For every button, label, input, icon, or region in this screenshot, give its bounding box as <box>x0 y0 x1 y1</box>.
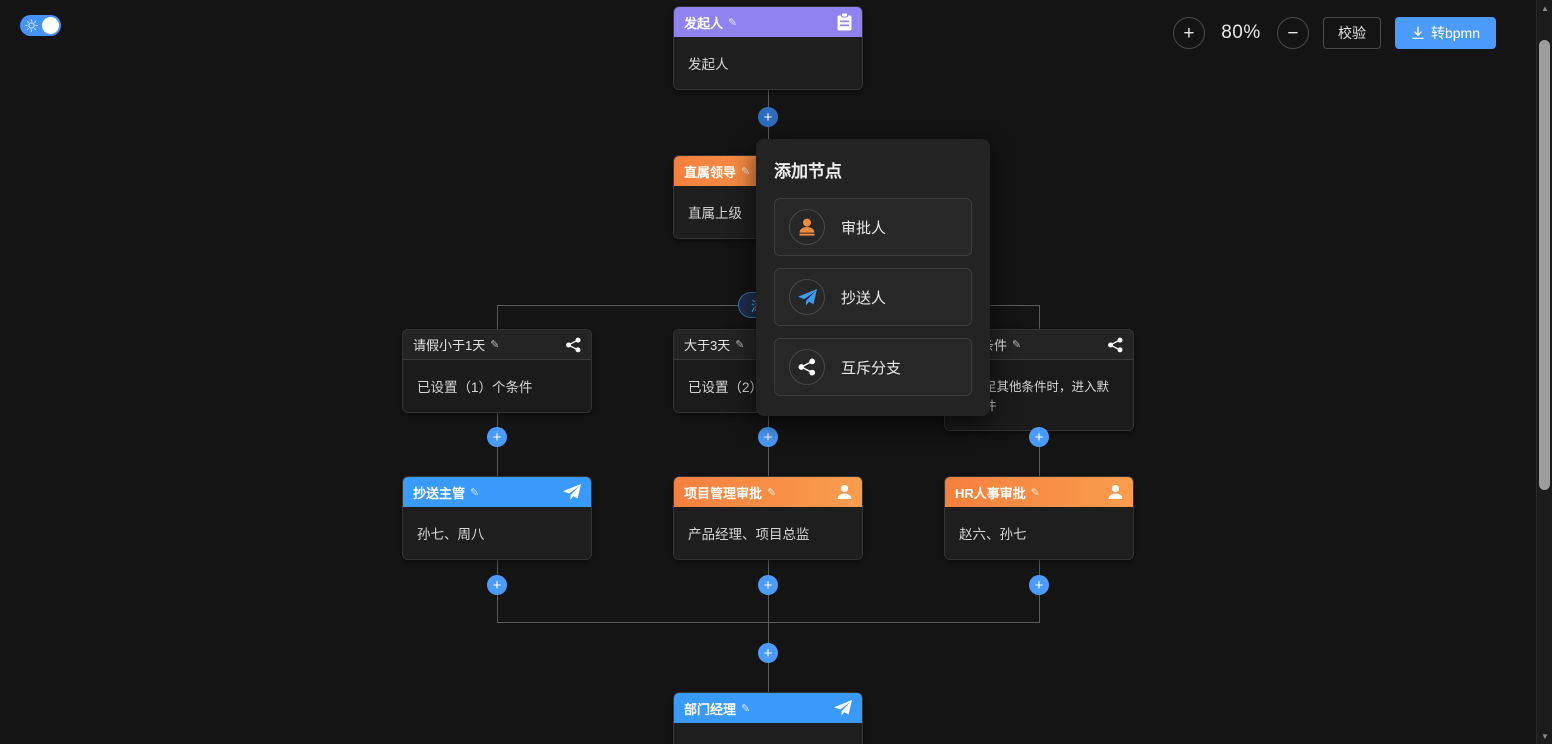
add-node-button-right-branch[interactable]: + <box>1029 427 1049 447</box>
node-header[interactable]: 发起人 ✎ <box>674 7 862 37</box>
popup-item-cc[interactable]: 抄送人 <box>774 268 972 326</box>
node-dept-manager[interactable]: 部门经理 ✎ <box>673 692 863 744</box>
approver-stamp-icon <box>1107 484 1124 501</box>
edit-pencil-icon[interactable]: ✎ <box>767 486 777 499</box>
edit-pencil-icon[interactable]: ✎ <box>741 165 751 178</box>
branch-share-icon <box>789 349 825 385</box>
download-icon <box>1411 26 1425 40</box>
add-node-button-initiator[interactable]: + <box>758 107 778 127</box>
add-node-popup: 添加节点 审批人 抄送人 <box>756 139 990 416</box>
popup-item-branch[interactable]: 互斥分支 <box>774 338 972 396</box>
node-body: 赵六、孙七 <box>945 507 1133 559</box>
node-title: 请假小于1天 <box>413 338 486 353</box>
connector-line <box>1039 305 1040 333</box>
scrollbar-thumb[interactable] <box>1539 40 1550 490</box>
node-project-approval[interactable]: 项目管理审批 ✎ 产品经理、项目总监 <box>673 476 863 560</box>
edit-pencil-icon[interactable]: ✎ <box>490 339 500 351</box>
node-header[interactable]: HR人事审批 ✎ <box>945 477 1133 507</box>
export-bpmn-button[interactable]: 转bpmn <box>1394 17 1496 49</box>
edit-pencil-icon[interactable]: ✎ <box>741 702 751 715</box>
edit-pencil-icon[interactable]: ✎ <box>1030 486 1040 499</box>
add-node-button-left-branch[interactable]: + <box>487 427 507 447</box>
node-initiator[interactable]: 发起人 ✎ 发起人 <box>673 6 863 90</box>
scroll-up-arrow-icon[interactable]: ▲ <box>1541 3 1549 13</box>
export-bpmn-label: 转bpmn <box>1430 25 1480 41</box>
node-title: 项目管理审批 <box>684 485 763 501</box>
node-header[interactable]: 请假小于1天 ✎ <box>403 330 591 360</box>
paper-plane-icon <box>833 699 853 717</box>
connector-line <box>497 305 498 333</box>
node-title: 抄送主管 <box>413 485 466 501</box>
node-body: 孙七、周八 <box>403 507 591 559</box>
canvas-toolbar: + 80% − 校验 转bpmn <box>1172 17 1496 49</box>
node-condition-left[interactable]: 请假小于1天 ✎ 已设置（1）个条件 <box>402 329 592 413</box>
theme-toggle-switch[interactable] <box>20 15 61 36</box>
approver-stamp-icon <box>789 209 825 245</box>
node-hr-approval[interactable]: HR人事审批 ✎ 赵六、孙七 <box>944 476 1134 560</box>
node-header[interactable]: 抄送主管 ✎ <box>403 477 591 507</box>
add-node-button-after-project[interactable]: + <box>758 575 778 595</box>
paper-plane-icon <box>562 483 582 501</box>
add-node-button-middle-branch[interactable]: + <box>758 427 778 447</box>
validate-button[interactable]: 校验 <box>1322 17 1381 49</box>
scroll-down-arrow-icon[interactable]: ▼ <box>1541 731 1549 741</box>
node-body <box>674 723 862 744</box>
node-body: 产品经理、项目总监 <box>674 507 862 559</box>
add-node-button-after-merge[interactable]: + <box>758 643 778 663</box>
add-node-button-after-cc[interactable]: + <box>487 575 507 595</box>
node-cc-supervisor[interactable]: 抄送主管 ✎ 孙七、周八 <box>402 476 592 560</box>
zoom-in-button[interactable]: + <box>1172 17 1205 49</box>
zoom-level-label: 80% <box>1221 22 1261 43</box>
zoom-out-button[interactable]: − <box>1276 17 1309 49</box>
branch-share-icon[interactable] <box>565 336 582 353</box>
paper-plane-icon <box>789 279 825 315</box>
edit-pencil-icon[interactable]: ✎ <box>728 16 738 29</box>
node-body: 发起人 <box>674 37 862 89</box>
node-title: HR人事审批 <box>955 485 1026 501</box>
node-title: 直属领导 <box>684 164 737 180</box>
vertical-scrollbar[interactable]: ▲ ▼ <box>1536 0 1552 744</box>
popup-title: 添加节点 <box>774 162 842 181</box>
node-body: 已设置（1）个条件 <box>403 360 591 412</box>
node-header[interactable]: 部门经理 ✎ <box>674 693 862 723</box>
add-node-button-after-hr[interactable]: + <box>1029 575 1049 595</box>
branch-share-icon[interactable] <box>1107 336 1124 353</box>
popup-item-label: 互斥分支 <box>841 359 902 377</box>
node-title: 大于3天 <box>684 338 731 353</box>
popup-item-label: 抄送人 <box>841 289 887 307</box>
edit-pencil-icon[interactable]: ✎ <box>735 339 745 351</box>
sun-icon <box>25 19 38 32</box>
node-title: 部门经理 <box>684 701 737 717</box>
node-title: 发起人 <box>684 15 724 31</box>
popup-item-approver[interactable]: 审批人 <box>774 198 972 256</box>
edit-pencil-icon[interactable]: ✎ <box>1012 339 1022 351</box>
popup-item-label: 审批人 <box>841 219 887 237</box>
clipboard-icon <box>836 12 853 32</box>
edit-pencil-icon[interactable]: ✎ <box>470 486 480 499</box>
toggle-knob <box>42 17 59 34</box>
approver-stamp-icon <box>836 484 853 501</box>
node-header[interactable]: 项目管理审批 ✎ <box>674 477 862 507</box>
